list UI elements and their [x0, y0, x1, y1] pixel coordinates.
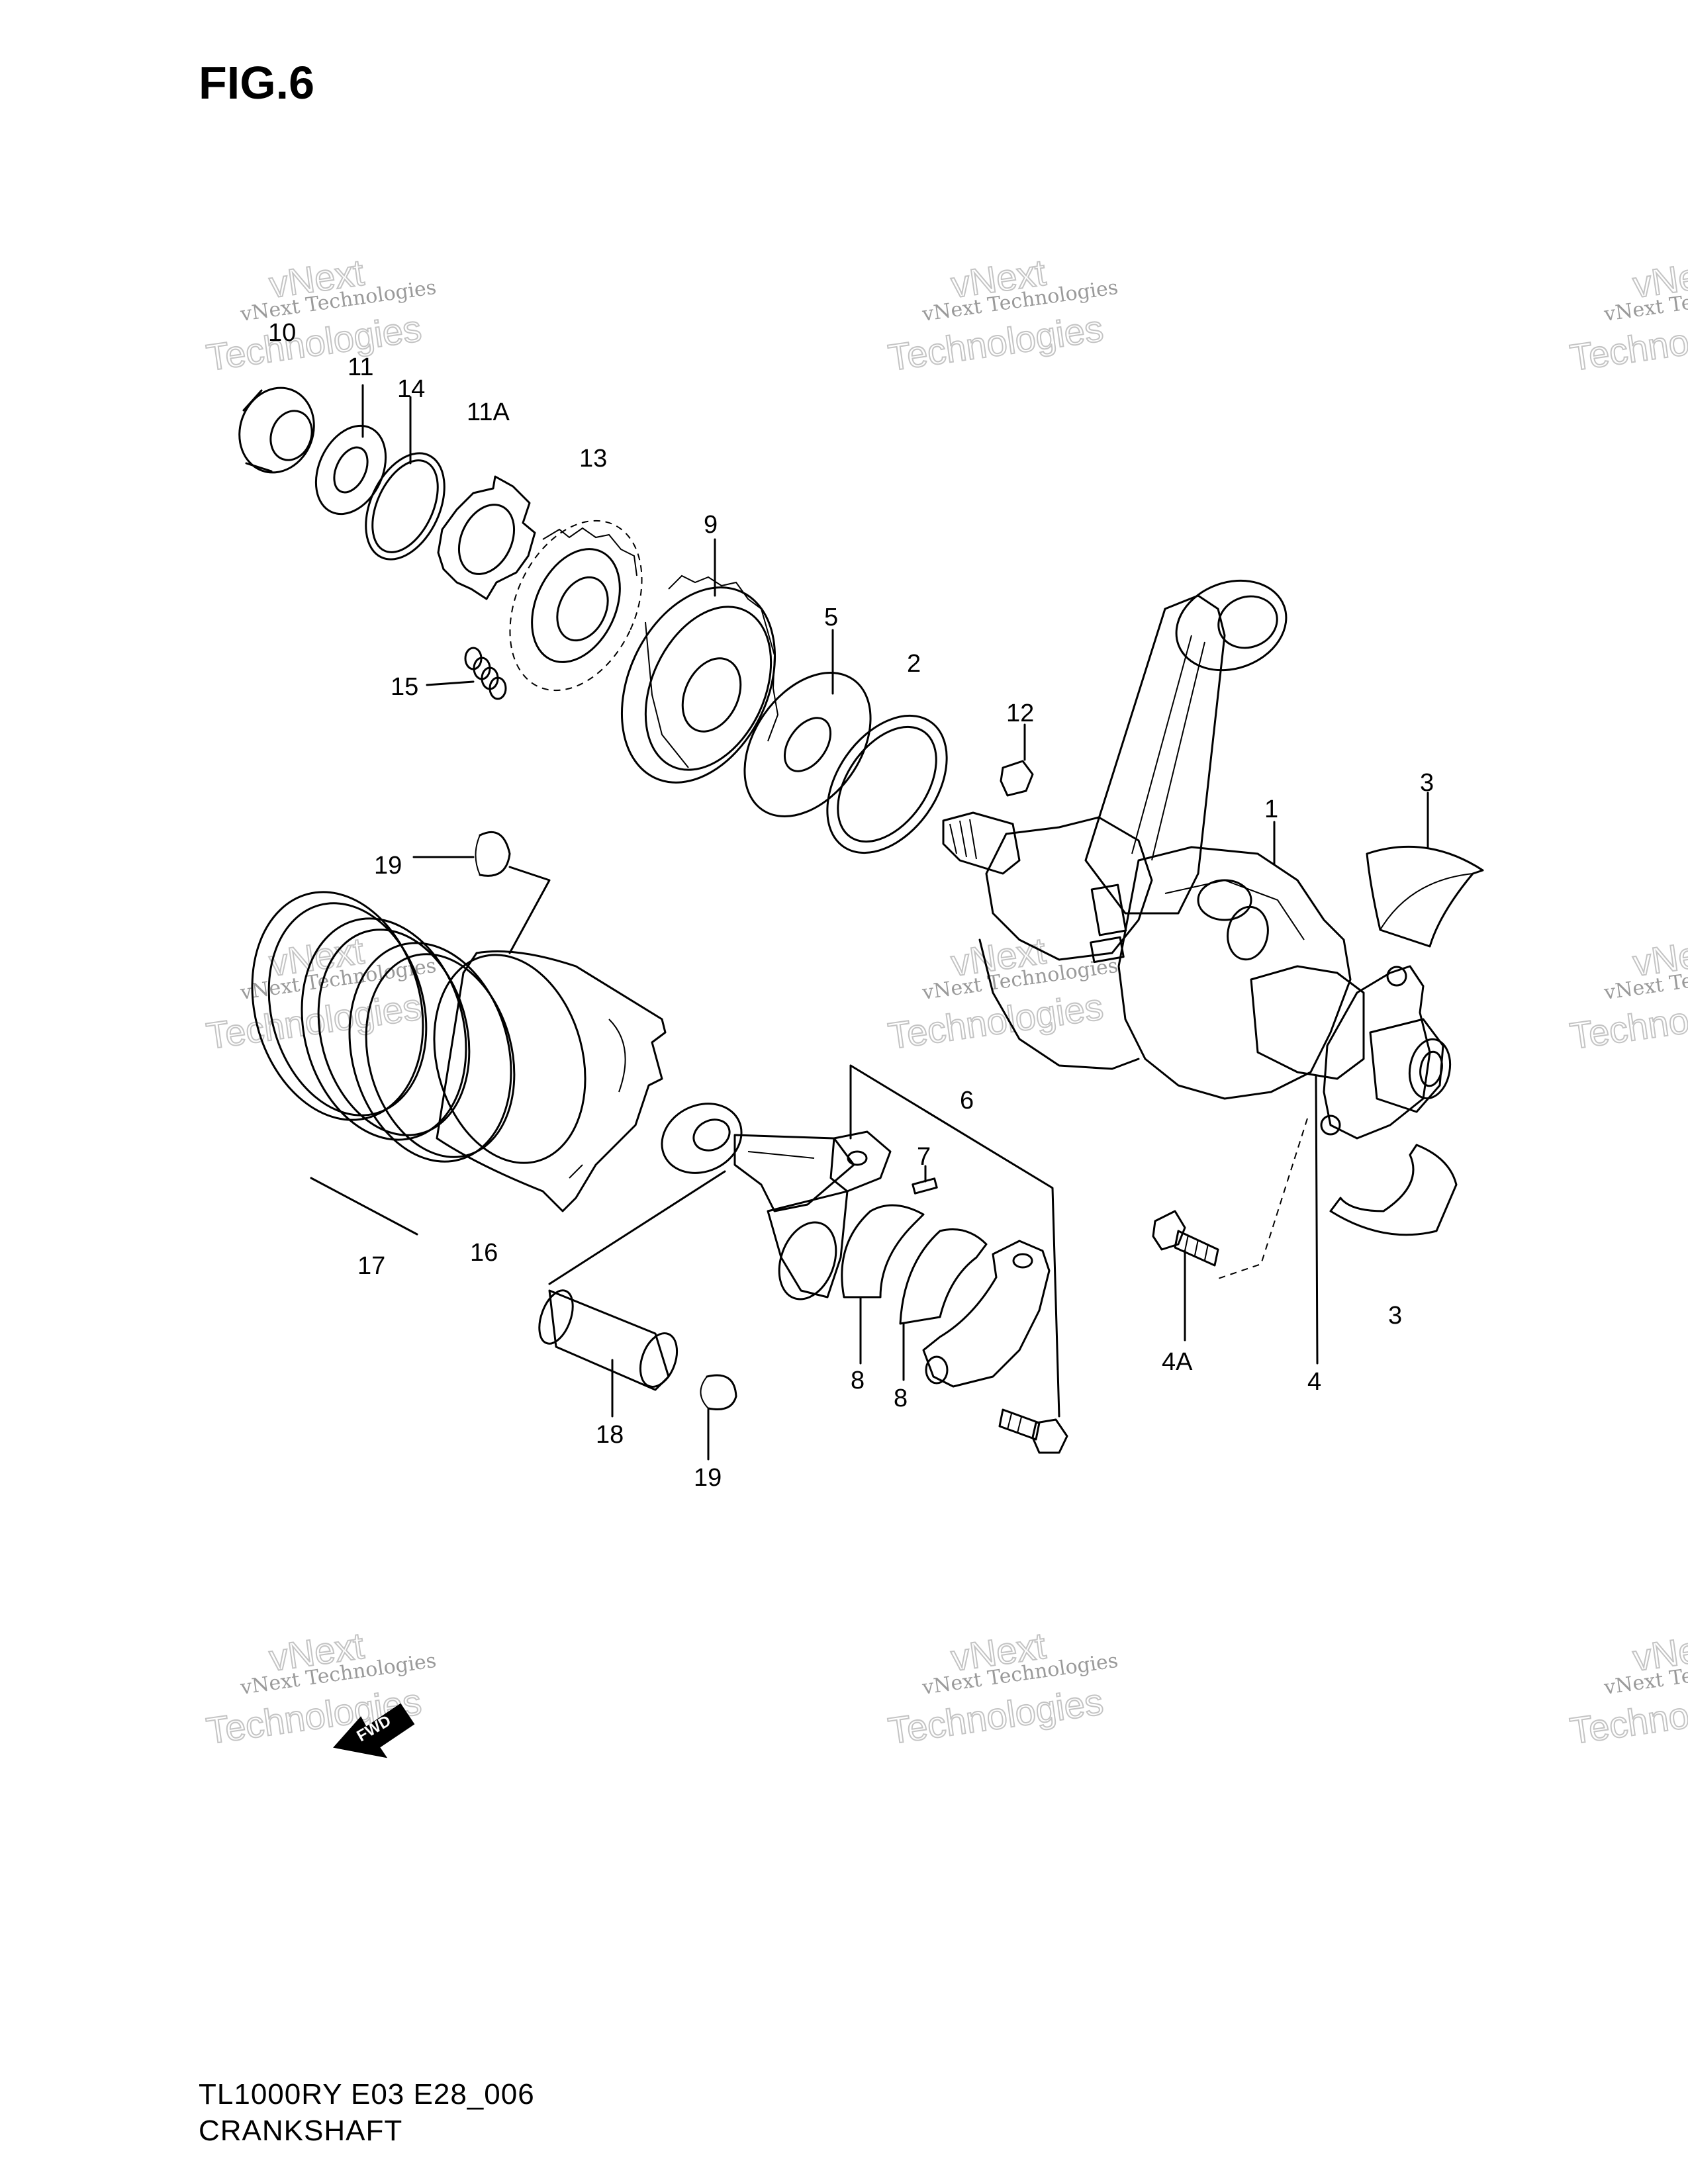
watermark-middle-right: vNext vNext Technologies Technologies — [1567, 929, 1688, 1058]
part-7-dowel-pin — [912, 1177, 938, 1195]
callout-5: 5 — [824, 604, 838, 631]
watermark-bottom-right: vNext vNext Technologies Technologies — [1567, 1624, 1688, 1752]
part-8-rod-bearing-a — [841, 1204, 925, 1298]
part-1-crankshaft — [942, 579, 1452, 1140]
watermark-bottom-left: vNext vNext Technologies Technologies — [203, 1624, 438, 1752]
callout-19-lower: 19 — [694, 1464, 722, 1492]
part-6-rod-cap-bolt — [998, 1408, 1068, 1454]
part-19-piston-pin-circlip-lower — [700, 1374, 737, 1410]
callout-11: 11 — [348, 353, 373, 381]
callout-10: 10 — [268, 319, 296, 347]
callout-14: 14 — [397, 375, 425, 403]
leader-16 — [508, 866, 551, 954]
section-name: CRANKSHAFT — [199, 2115, 403, 2147]
watermark-top-left: vNext vNext Technologies Technologies — [203, 251, 438, 379]
part-4a-bolt — [1152, 1210, 1219, 1267]
callout-16: 16 — [470, 1239, 498, 1267]
callout-3-lower: 3 — [1388, 1302, 1402, 1330]
callout-3-upper: 3 — [1420, 769, 1434, 797]
callout-19-upper: 19 — [374, 852, 402, 880]
part-18-piston-pin — [538, 1289, 679, 1391]
callout-12: 12 — [1006, 700, 1034, 727]
watermark-top-center: vNext vNext Technologies Technologies — [885, 251, 1119, 379]
figure-title: FIG.6 — [199, 57, 315, 109]
callout-11a: 11A — [467, 398, 510, 426]
callout-7: 7 — [917, 1143, 931, 1171]
part-11-washer — [314, 424, 387, 516]
part-14-circlip — [365, 452, 445, 561]
part-9-drive-gear — [620, 574, 779, 784]
part-10-nut — [238, 387, 315, 474]
callout-8-a: 8 — [851, 1367, 865, 1394]
callout-4: 4 — [1307, 1368, 1321, 1396]
watermark-top-right: vNext vNext Technologies Technologies — [1567, 251, 1688, 379]
callout-6: 6 — [960, 1087, 974, 1115]
svg-text:Technologies: Technologies — [204, 307, 424, 379]
part-15-spring — [464, 647, 507, 700]
watermark-bottom-center: vNext vNext Technologies Technologies — [885, 1624, 1119, 1752]
part-16-piston — [433, 950, 667, 1212]
part-5-thrust-washer — [743, 672, 872, 817]
callout-1: 1 — [1264, 796, 1278, 823]
part-3-main-bearing-upper — [1366, 845, 1484, 948]
callout-15: 15 — [391, 673, 418, 701]
part-6-rod-cap — [922, 1240, 1051, 1388]
part-19-piston-pin-circlip-upper — [475, 831, 511, 877]
leader-6-to-pin — [548, 1170, 726, 1285]
part-11a-lock-washer — [437, 475, 536, 600]
callout-17: 17 — [357, 1252, 385, 1280]
part-12-key — [1000, 760, 1034, 797]
callout-9: 9 — [704, 511, 718, 539]
callout-4a: 4A — [1162, 1348, 1193, 1376]
watermark-middle-center: vNext vNext Technologies Technologies — [885, 929, 1119, 1058]
part-13-gear — [509, 520, 643, 692]
part-6-connecting-rod — [661, 1103, 892, 1300]
part-8-rod-bearing-b — [899, 1228, 988, 1325]
part-2-shim — [826, 714, 948, 854]
callout-13: 13 — [579, 445, 607, 473]
svg-text:Technologies: Technologies — [204, 985, 424, 1057]
part-3-main-bearing-lower — [1329, 1144, 1458, 1236]
forward-direction-arrow: FWD — [333, 1703, 415, 1758]
callout-8-b: 8 — [894, 1385, 908, 1412]
leader-4 — [1315, 1074, 1319, 1365]
model-code: TL1000RY E03 E28_006 — [199, 2078, 535, 2111]
svg-text:Technologies: Technologies — [886, 1680, 1105, 1752]
leader-4-dashed — [1217, 1118, 1308, 1279]
callout-18: 18 — [596, 1421, 624, 1449]
callout-2: 2 — [907, 650, 921, 678]
leader-17 — [310, 1177, 418, 1236]
leader-6 — [849, 1064, 1060, 1418]
svg-text:Technologies: Technologies — [886, 307, 1105, 379]
leader-15 — [426, 680, 475, 686]
